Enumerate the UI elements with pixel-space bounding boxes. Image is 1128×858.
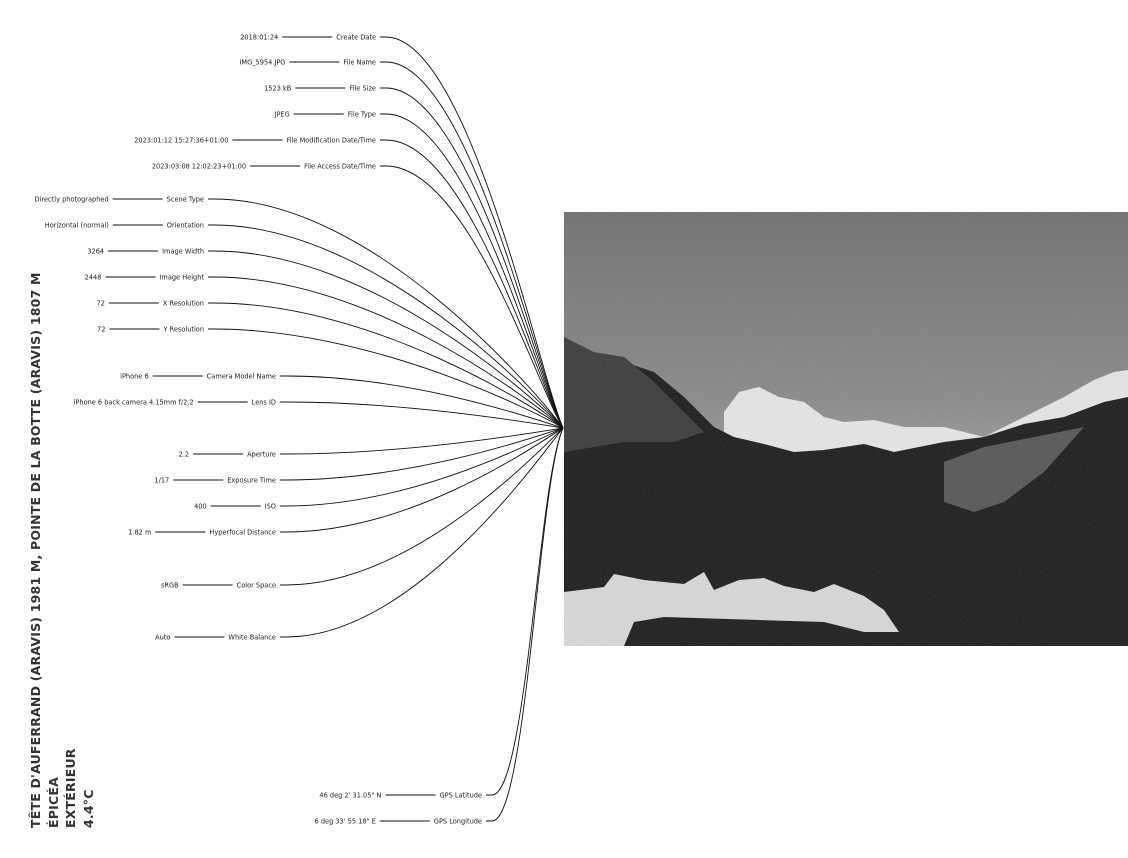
label-gps-latitude: GPS Latitude bbox=[439, 791, 482, 799]
label-lens-id: Lens ID bbox=[252, 398, 276, 406]
label-orientation: Orientation bbox=[167, 221, 204, 229]
value-aperture: 2.2 bbox=[179, 450, 190, 458]
label-scene-type: Scene Type bbox=[167, 195, 204, 203]
value-scene-type: Directly photographed bbox=[35, 195, 109, 203]
curve-orientation bbox=[208, 224, 564, 429]
curve-hyperfocal-distance bbox=[280, 427, 564, 533]
label-hyperfocal-distance: Hyperfocal Distance bbox=[209, 528, 276, 536]
curve-image-height bbox=[208, 276, 564, 429]
value-image-height: 2448 bbox=[85, 273, 102, 281]
curve-gps-longitude bbox=[486, 427, 564, 822]
value-camera-model-name: iPhone 6 bbox=[120, 372, 149, 380]
label-iso: ISO bbox=[265, 502, 276, 510]
value-orientation: Horizontal (normal) bbox=[45, 221, 109, 229]
curve-color-space bbox=[280, 427, 564, 586]
curve-aperture bbox=[280, 427, 564, 455]
value-y-resolution: 72 bbox=[97, 325, 105, 333]
curve-white-balance bbox=[280, 427, 564, 638]
value-exposure-time: 1/17 bbox=[154, 476, 169, 484]
label-create-date: Create Date bbox=[336, 33, 376, 41]
value-white-balance: Auto bbox=[155, 633, 170, 641]
curve-x-resolution bbox=[208, 302, 564, 429]
label-file-name: File Name bbox=[343, 58, 376, 66]
curve-file-type bbox=[380, 113, 564, 429]
value-file-name: IMG_5954.JPG bbox=[239, 58, 285, 66]
value-create-date: 2018:01:24 bbox=[240, 33, 278, 41]
label-camera-model-name: Camera Model Name bbox=[207, 372, 276, 380]
curve-lens-id bbox=[280, 401, 564, 429]
value-gps-longitude: 6 deg 33' 55.18" E bbox=[315, 817, 376, 825]
curve-gps-latitude bbox=[486, 427, 564, 796]
curve-file-access-date-time bbox=[380, 165, 564, 429]
curve-file-size bbox=[380, 87, 564, 429]
label-gps-longitude: GPS Longitude bbox=[434, 817, 482, 825]
label-y-resolution: Y Resolution bbox=[162, 325, 204, 333]
curve-exposure-time bbox=[280, 427, 564, 481]
value-file-access-date-time: 2023:03:08 12:02:23+01:00 bbox=[152, 162, 246, 170]
value-color-space: sRGB bbox=[161, 581, 179, 589]
value-lens-id: iPhone 6 back camera 4.15mm f/2.2 bbox=[74, 398, 194, 406]
curve-file-name bbox=[380, 61, 564, 429]
label-x-resolution: X Resolution bbox=[163, 299, 204, 307]
value-gps-latitude: 46 deg 2' 31.05" N bbox=[319, 791, 381, 799]
curve-camera-model-name bbox=[280, 375, 564, 429]
value-file-type: JPEG bbox=[274, 110, 290, 118]
label-image-height: Image Height bbox=[159, 273, 204, 281]
curve-iso bbox=[280, 427, 564, 507]
curve-y-resolution bbox=[208, 328, 564, 429]
value-file-modification-date-time: 2023:01:12 15:27:36+01:00 bbox=[134, 136, 228, 144]
label-image-width: Image Width bbox=[162, 247, 204, 255]
landscape-photo bbox=[564, 212, 1128, 646]
curve-create-date bbox=[380, 36, 564, 429]
value-file-size: 1523 kB bbox=[264, 84, 292, 92]
label-color-space: Color Space bbox=[237, 581, 276, 589]
value-hyperfocal-distance: 1.82 m bbox=[128, 528, 151, 536]
label-file-size: File Size bbox=[349, 84, 376, 92]
label-aperture: Aperture bbox=[247, 450, 276, 458]
curve-scene-type bbox=[208, 198, 564, 429]
label-exposure-time: Exposure Time bbox=[227, 476, 276, 484]
label-white-balance: White Balance bbox=[228, 633, 276, 641]
value-x-resolution: 72 bbox=[97, 299, 105, 307]
value-image-width: 3264 bbox=[87, 247, 104, 255]
label-file-modification-date-time: File Modification Date/Time bbox=[286, 136, 376, 144]
label-file-type: File Type bbox=[348, 110, 376, 118]
value-iso: 400 bbox=[194, 502, 207, 510]
curve-image-width bbox=[208, 250, 564, 429]
label-file-access-date-time: File Access Date/Time bbox=[304, 162, 376, 170]
curve-file-modification-date-time bbox=[380, 139, 564, 429]
